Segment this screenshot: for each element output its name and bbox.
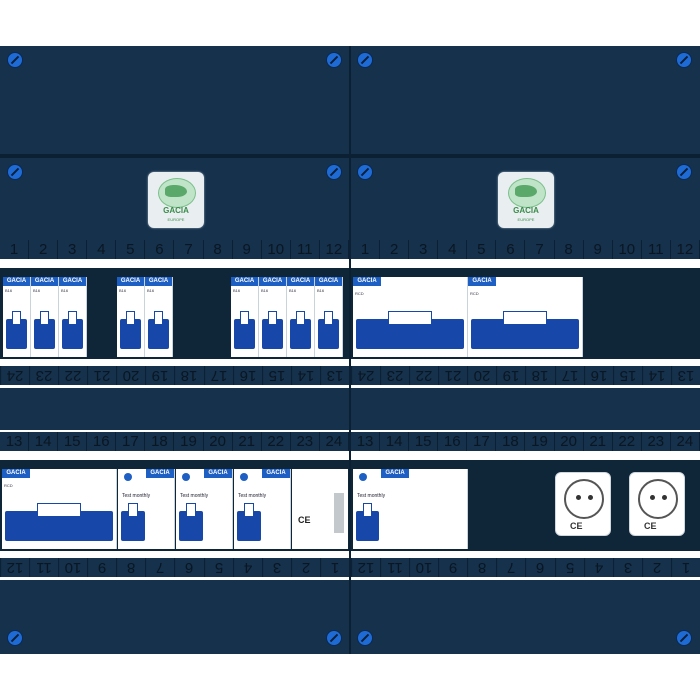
breaker-toggle[interactable] bbox=[120, 311, 141, 349]
brand-logo-left: GACIA EUROPE bbox=[148, 172, 204, 228]
screw-icon bbox=[357, 52, 373, 68]
screw-icon bbox=[676, 630, 692, 646]
screw-icon bbox=[676, 52, 692, 68]
breaker-toggle[interactable] bbox=[262, 311, 283, 349]
socket-face-icon bbox=[638, 479, 678, 519]
breaker-toggle[interactable] bbox=[34, 311, 55, 349]
globe-icon bbox=[158, 178, 196, 208]
breaker-toggle[interactable] bbox=[148, 311, 169, 349]
breaker-toggle[interactable] bbox=[62, 311, 83, 349]
breaker-toggle[interactable] bbox=[318, 311, 339, 349]
globe-icon bbox=[508, 178, 546, 208]
brand-name: GACIA bbox=[513, 206, 539, 215]
rcbo-toggle[interactable] bbox=[356, 503, 379, 541]
screw-icon bbox=[326, 52, 342, 68]
breaker-toggle[interactable] bbox=[234, 311, 255, 349]
screw-icon bbox=[357, 164, 373, 180]
rcbo-toggle[interactable] bbox=[179, 503, 203, 541]
top-cover-left bbox=[0, 46, 349, 154]
rcd-toggle[interactable] bbox=[471, 311, 579, 349]
screw-icon bbox=[326, 630, 342, 646]
energy-meter: CE bbox=[292, 469, 348, 549]
screw-icon bbox=[7, 630, 23, 646]
breaker-toggle[interactable] bbox=[6, 311, 27, 349]
brand-tagline: EUROPE bbox=[517, 217, 535, 222]
bottom-cover-left bbox=[0, 580, 349, 654]
breaker-toggle[interactable] bbox=[290, 311, 311, 349]
test-button[interactable] bbox=[359, 473, 367, 481]
test-button[interactable] bbox=[124, 473, 132, 481]
bottom-cover-right bbox=[351, 580, 700, 654]
screw-icon bbox=[676, 164, 692, 180]
middle-cover-left bbox=[0, 388, 349, 430]
rcbo-toggle[interactable] bbox=[237, 503, 261, 541]
brand-tagline: EUROPE bbox=[167, 217, 185, 222]
meter-display bbox=[334, 493, 344, 533]
rcd-toggle[interactable] bbox=[5, 503, 113, 541]
socket-face-icon bbox=[564, 479, 604, 519]
rcd-toggle[interactable] bbox=[356, 311, 464, 349]
top-cover-right bbox=[351, 46, 700, 154]
din-socket[interactable]: CE bbox=[555, 472, 611, 536]
screw-icon bbox=[7, 164, 23, 180]
screw-icon bbox=[326, 164, 342, 180]
din-socket[interactable]: CE bbox=[629, 472, 685, 536]
screw-icon bbox=[357, 630, 373, 646]
center-seam bbox=[349, 46, 351, 654]
middle-cover-right bbox=[351, 388, 700, 430]
brand-name: GACIA bbox=[163, 206, 189, 215]
cover-seam bbox=[0, 154, 700, 158]
brand-logo-right: GACIA EUROPE bbox=[498, 172, 554, 228]
test-button[interactable] bbox=[182, 473, 190, 481]
test-button[interactable] bbox=[240, 473, 248, 481]
rcbo-toggle[interactable] bbox=[121, 503, 145, 541]
screw-icon bbox=[7, 52, 23, 68]
